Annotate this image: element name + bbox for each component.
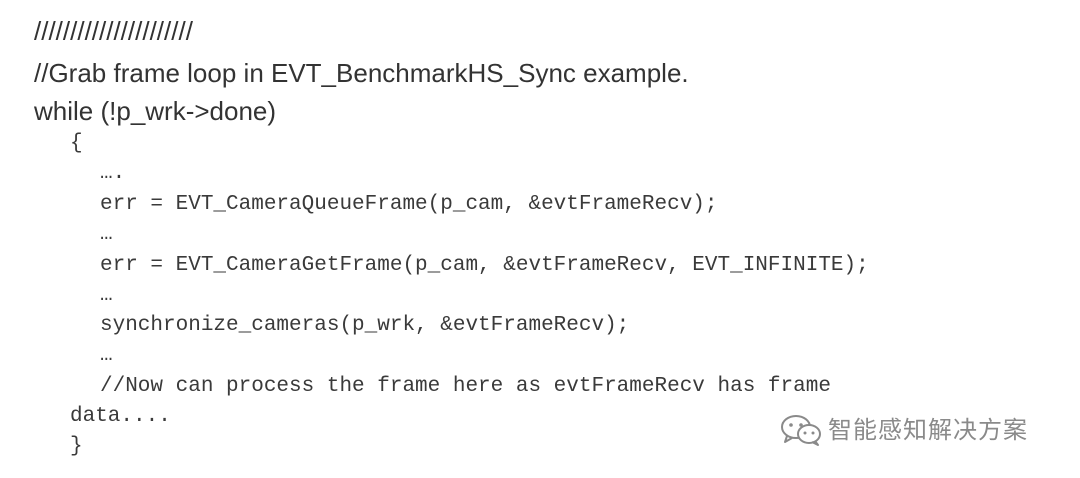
slash-divider: //////////////////////	[34, 16, 193, 46]
ellipsis-line: …	[100, 344, 113, 367]
close-brace: }	[70, 435, 83, 458]
synchronize-line: synchronize_cameras(p_wrk, &evtFrameRecv…	[100, 314, 630, 337]
wechat-icon	[780, 414, 822, 446]
process-comment-line: //Now can process the frame here as evtF…	[100, 375, 831, 398]
open-brace: {	[70, 132, 83, 155]
ellipsis-line: ….	[100, 162, 126, 185]
while-statement: while (!p_wrk->done)	[34, 96, 277, 126]
comment-heading: //Grab frame loop in EVT_BenchmarkHS_Syn…	[34, 58, 689, 88]
ellipsis-line: …	[100, 284, 113, 307]
watermark: 智能感知解决方案	[780, 414, 1028, 446]
ellipsis-line: …	[100, 223, 113, 246]
queue-frame-line: err = EVT_CameraQueueFrame(p_cam, &evtFr…	[100, 193, 718, 216]
watermark-text: 智能感知解决方案	[828, 416, 1028, 444]
process-comment-continuation: data....	[70, 405, 171, 428]
get-frame-line: err = EVT_CameraGetFrame(p_cam, &evtFram…	[100, 254, 869, 277]
